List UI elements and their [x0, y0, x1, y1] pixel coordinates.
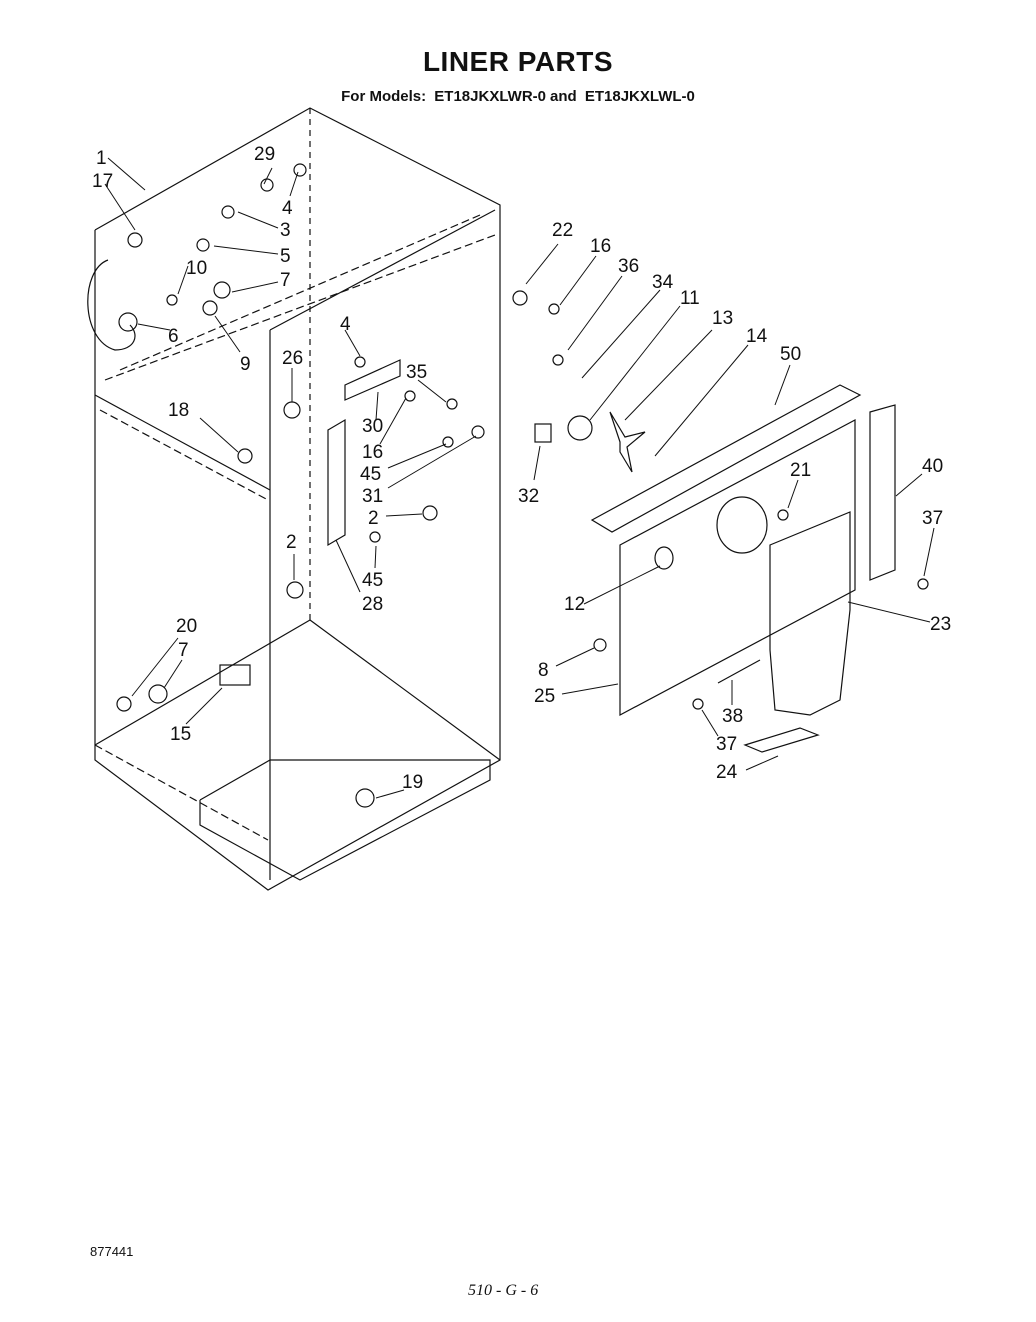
models-conjunction: and — [550, 88, 577, 105]
callout-7: 7 — [280, 270, 291, 291]
callout-21: 21 — [790, 460, 811, 481]
callout-15: 15 — [170, 724, 191, 745]
callout-24: 24 — [716, 762, 738, 783]
page-title: LINER PARTS — [422, 46, 614, 77]
callout-labels: 1 17 29 4 3 22 16 36 34 11 13 14 50 5 10… — [92, 144, 951, 793]
callout-2: 2 — [368, 508, 379, 529]
fan-motor — [567, 415, 593, 441]
callout-35: 35 — [406, 362, 427, 383]
callout-26: 26 — [282, 348, 303, 369]
model-number-1: ET18JKXLWR-0 — [434, 88, 546, 105]
callout-1: 1 — [96, 148, 107, 169]
callout-22: 22 — [552, 220, 573, 241]
air-duct — [769, 511, 851, 716]
fan-opening — [716, 496, 768, 554]
callout-20: 20 — [176, 616, 197, 637]
callout-36: 36 — [618, 256, 639, 277]
callout-25: 25 — [534, 686, 555, 707]
models-prefix: For Models: — [341, 88, 427, 105]
plug-hole — [654, 546, 674, 570]
rear-panel — [619, 419, 856, 716]
callout-16: 16 — [590, 236, 611, 257]
callout-2b: 2 — [286, 532, 297, 553]
bracket — [327, 418, 346, 547]
callout-38: 38 — [722, 706, 743, 727]
model-number-2: ET18JKXLWL-0 — [584, 88, 695, 105]
callout-29: 29 — [254, 144, 275, 165]
callout-12: 12 — [564, 594, 585, 615]
callout-18: 18 — [168, 400, 189, 421]
callout-10: 10 — [186, 258, 207, 279]
leader-lines — [104, 157, 935, 799]
callout-32: 32 — [518, 486, 539, 507]
fan-blade — [609, 411, 646, 473]
callout-45: 45 — [360, 464, 381, 485]
callout-9: 9 — [240, 354, 251, 375]
callout-8: 8 — [538, 660, 549, 681]
callout-31: 31 — [362, 486, 383, 507]
callout-4: 4 — [282, 198, 293, 219]
callout-11: 11 — [680, 288, 700, 309]
callout-45b: 45 — [362, 570, 383, 591]
callout-40: 40 — [922, 456, 943, 477]
callout-28: 28 — [362, 594, 383, 615]
callout-50: 50 — [780, 344, 801, 365]
callout-34: 34 — [652, 272, 674, 293]
gasket — [869, 404, 896, 581]
wire-harness — [87, 259, 136, 351]
callout-23: 23 — [930, 614, 951, 635]
callout-13: 13 — [712, 308, 733, 329]
diagram-code: 877441 — [90, 1244, 134, 1259]
callout-5: 5 — [280, 246, 291, 267]
callout-30: 30 — [362, 416, 383, 437]
callout-14: 14 — [746, 326, 768, 347]
heater — [344, 359, 401, 401]
callout-17: 17 — [92, 171, 113, 192]
deflector — [743, 727, 820, 753]
callout-6: 6 — [168, 326, 179, 347]
callout-7b: 7 — [178, 640, 189, 661]
callout-19: 19 — [402, 772, 423, 793]
callout-4b: 4 — [340, 314, 351, 335]
cabinet-liner — [94, 107, 501, 891]
callout-16b: 16 — [362, 442, 383, 463]
handwritten-note: 510 - G - 6 — [468, 1282, 539, 1299]
trim-strip — [590, 384, 862, 533]
callout-37: 37 — [922, 508, 943, 529]
callout-37b: 37 — [716, 734, 737, 755]
callout-3: 3 — [280, 220, 291, 241]
